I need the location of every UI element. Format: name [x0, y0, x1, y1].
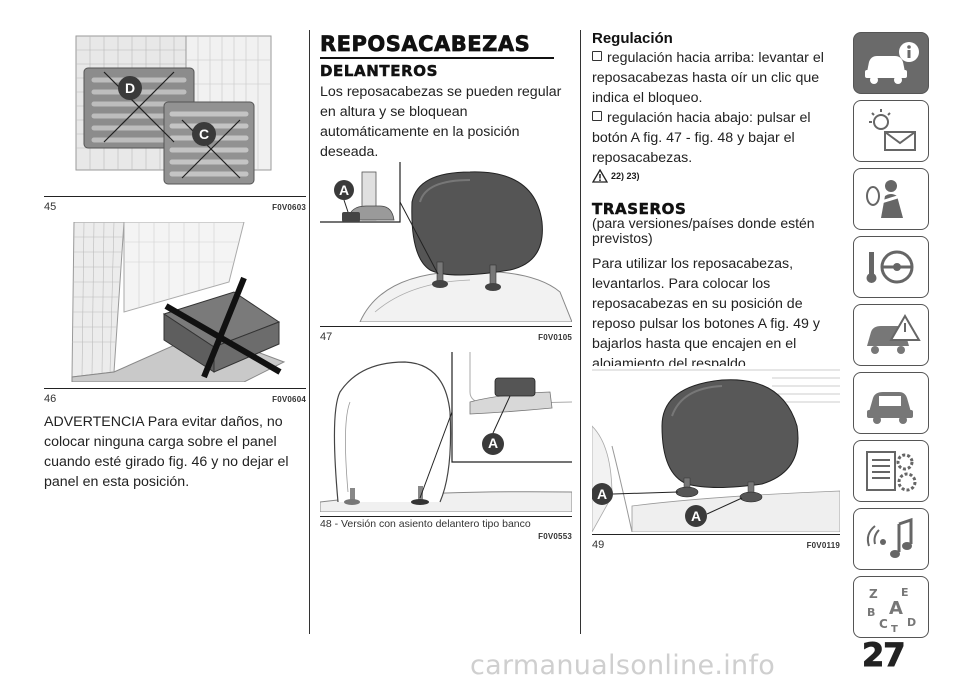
- svg-text:Z: Z: [869, 587, 878, 601]
- figure-48-caption: 48 - Versión con asiento delantero tipo …: [320, 518, 531, 530]
- figure-45-code: F0V0603: [272, 203, 306, 212]
- figure-46-code: F0V0604: [272, 395, 306, 404]
- fig49-callout-a-1: A: [597, 486, 608, 502]
- watermark: carmanualsonline.info: [470, 650, 776, 678]
- multimedia-note-icon: [866, 517, 913, 558]
- figure-47-number: 47: [320, 331, 333, 343]
- svg-text:D: D: [907, 616, 916, 629]
- warning-reference: 22) 23): [592, 168, 640, 184]
- traseros-note: (para versiones/países donde estén previ…: [592, 215, 815, 246]
- car-service-icon: [867, 392, 913, 424]
- car-warning-icon: [867, 314, 921, 354]
- tab-maintenance[interactable]: [853, 372, 929, 434]
- regulation-down-text: regulación hacia abajo: pulsar el botón …: [592, 110, 811, 166]
- svg-text:T: T: [891, 624, 898, 632]
- figure-46-image: [44, 222, 306, 382]
- specs-gears-icon: [866, 451, 917, 492]
- tab-emergency[interactable]: [853, 304, 929, 366]
- fig47-callout-a: A: [339, 182, 350, 198]
- figure-49-code: F0V0119: [806, 541, 840, 550]
- figure-46-number: 46: [44, 393, 57, 405]
- traseros-text: Para utilizar los reposacabezas, levanta…: [592, 256, 820, 372]
- regulation-up-text: regulación hacia arriba: levantar el rep…: [592, 50, 824, 106]
- steering-key-icon: [866, 250, 914, 284]
- alphabet-index-icon: Z E B A C D T: [867, 586, 916, 632]
- figure-45-rule: [44, 196, 306, 197]
- warning-text: ADVERTENCIA Para evitar daños, no coloca…: [44, 414, 289, 490]
- figure-47-rule: [320, 326, 572, 327]
- svg-text:A: A: [889, 598, 903, 619]
- svg-text:E: E: [901, 586, 909, 599]
- airbag-person-icon: [866, 180, 908, 218]
- tab-index[interactable]: Z E B A C D T: [853, 576, 929, 638]
- page-number: 27: [862, 636, 907, 675]
- figure-49-rule: [592, 534, 840, 535]
- callout-label-c: C: [199, 126, 210, 142]
- figure-49-number: 49: [592, 539, 605, 551]
- svg-text:C: C: [879, 617, 888, 631]
- tab-starting-driving[interactable]: [853, 236, 929, 298]
- figure-47-image: [320, 162, 572, 322]
- figure-48-code: F0V0553: [538, 532, 572, 541]
- subheading-delanteros: DELANTEROS: [320, 62, 439, 81]
- warning-triangle-icon: [592, 169, 608, 183]
- tab-multimedia[interactable]: [853, 508, 929, 570]
- lights-envelope-icon: [869, 109, 916, 151]
- callout-label-d: D: [125, 80, 136, 96]
- tab-lights-messages[interactable]: [853, 100, 929, 162]
- fig49-callout-a-2: A: [691, 508, 702, 524]
- heading-rule: [320, 57, 554, 59]
- figure-48-rule: [320, 516, 572, 517]
- tab-safety[interactable]: [853, 168, 929, 230]
- tab-car-info[interactable]: [853, 32, 929, 94]
- figure-48-image: [320, 352, 572, 512]
- column-divider-1: [309, 30, 310, 634]
- regulation-down-item: regulación hacia abajo: pulsar el botón …: [592, 108, 832, 168]
- tab-technical-data[interactable]: [853, 440, 929, 502]
- column-divider-2: [580, 30, 581, 634]
- figure-47-code: F0V0105: [538, 333, 572, 342]
- figure-45-image: [44, 30, 306, 190]
- svg-text:B: B: [867, 606, 875, 619]
- bullet-box-icon: [592, 111, 602, 121]
- traseros-heading: TRASEROS: [592, 200, 687, 219]
- figure-49-image: [592, 366, 840, 532]
- bullet-box-icon: [592, 51, 602, 61]
- regulacion-heading: Regulación: [592, 30, 673, 47]
- figure-45-number: 45: [44, 201, 57, 213]
- warning-refs-text: 22) 23): [611, 171, 640, 181]
- intro-text: Los reposacabezas se pueden regular en a…: [320, 84, 562, 160]
- regulation-up-item: regulación hacia arriba: levantar el rep…: [592, 48, 832, 108]
- section-heading: REPOSACABEZAS: [320, 32, 531, 57]
- figure-46-rule: [44, 388, 306, 389]
- fig48-callout-a: A: [488, 435, 499, 451]
- car-info-icon: [865, 42, 919, 84]
